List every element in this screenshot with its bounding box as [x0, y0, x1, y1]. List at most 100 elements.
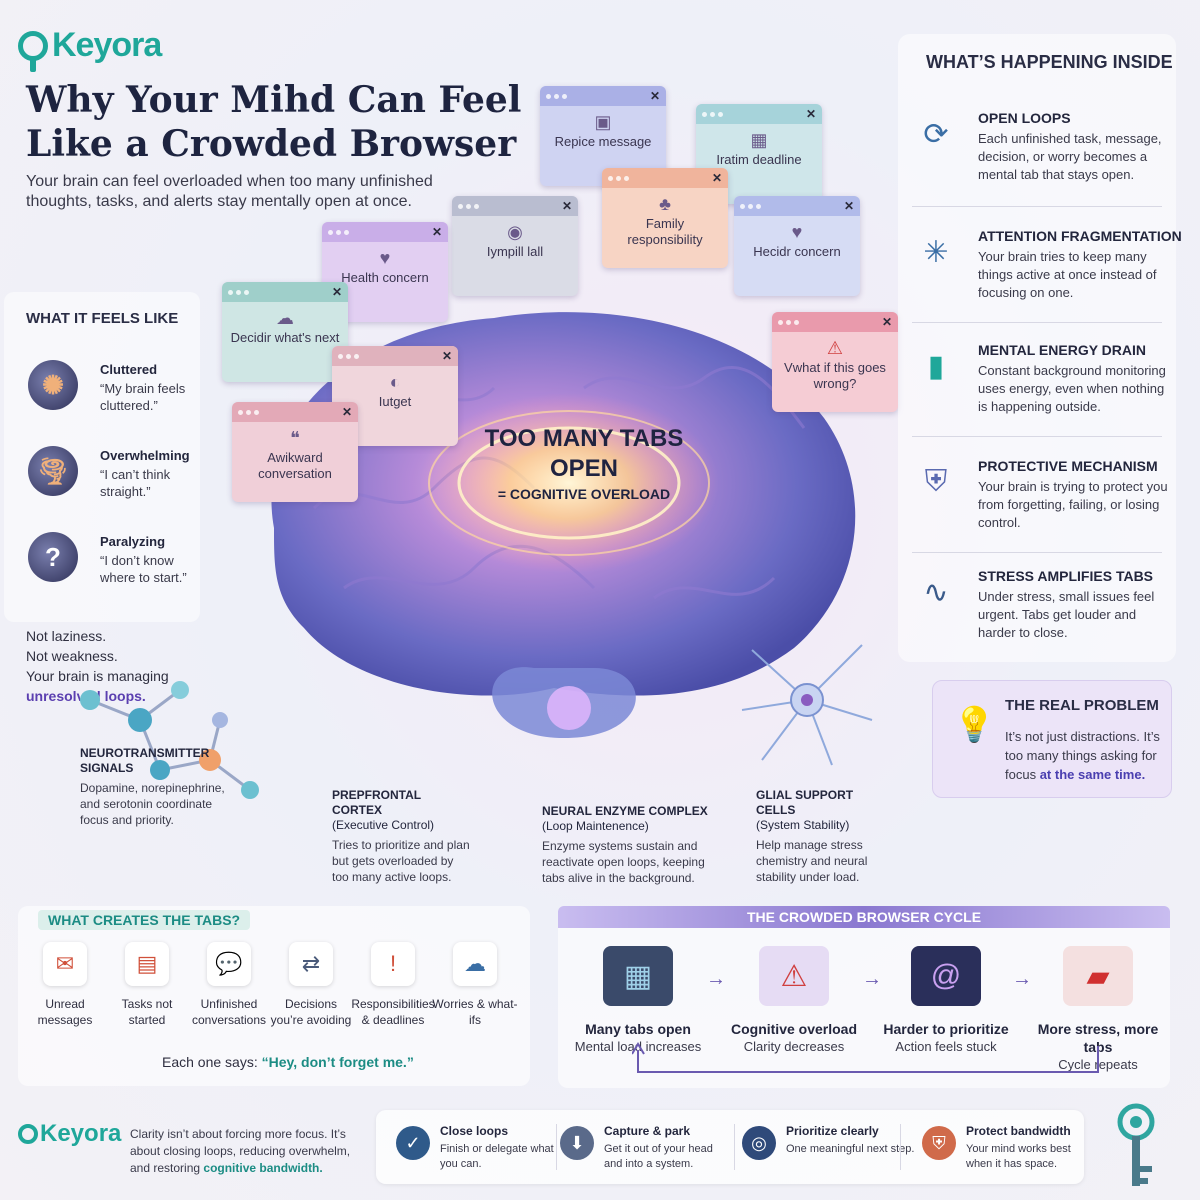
footer-tagline: Clarity isn’t about forcing more focus. … — [130, 1126, 370, 1177]
inside-text: Your brain is trying to protect you from… — [978, 479, 1168, 530]
source-item: ▤ Tasks not started — [104, 942, 190, 1028]
tornado-icon: 🌪 — [28, 446, 78, 496]
step-text: Mental load increases — [574, 1039, 702, 1054]
tab-label: Vwhat if this goes wrong? — [784, 360, 886, 391]
tip-title: Prioritize clearly — [786, 1124, 879, 1138]
reminder-quote: “Hey, don’t forget me.” — [261, 1054, 414, 1070]
inside-text: Each unfinished task, message, decision,… — [978, 131, 1162, 182]
lightbulb-icon: 💡 — [953, 706, 996, 744]
close-icon: ✕ — [649, 89, 660, 103]
brand-logo: Keyora — [18, 26, 162, 72]
overload-subtitle: = COGNITIVE OVERLOAD — [497, 486, 671, 502]
source-label: Worries & what-ifs — [432, 997, 518, 1027]
feeling-quote: “I don’t know where to start.” — [100, 553, 187, 585]
tab-label: Hecidr concern — [753, 244, 841, 259]
panel-heading: THE CROWDED BROWSER CYCLE — [558, 906, 1170, 928]
target-icon: ◎ — [742, 1126, 776, 1160]
feeling-title: Cluttered — [100, 362, 158, 377]
mind-tab: ✕ ⚠Vwhat if this goes wrong? — [772, 312, 898, 412]
divider — [556, 1124, 557, 1170]
real-problem-body: It’s not just distractions. It’s too man… — [1005, 729, 1160, 782]
question-mark-icon: ? — [28, 532, 78, 582]
source-label: Unread messages — [37, 997, 93, 1027]
note-line: Not weakness. — [26, 648, 118, 664]
inside-item: ⟳ OPEN LOOPS Each unfinished task, messa… — [912, 110, 1174, 200]
close-icon: ✕ — [805, 107, 816, 121]
annotation-title: NEUROTRANSMITTER SIGNALS — [80, 746, 210, 775]
tip-title: Capture & park — [604, 1124, 691, 1138]
annotation-text: Enzyme systems sustain and reactivate op… — [542, 839, 705, 885]
alert-icon: ! — [371, 942, 415, 986]
panel-heading: WHAT’S HAPPENING INSIDE — [926, 52, 1173, 72]
divider — [912, 436, 1162, 437]
inside-text: Constant background monitoring uses ener… — [978, 363, 1166, 414]
mind-tab: ✕ ♣Family responsibility — [602, 168, 728, 268]
source-label: Unfinished conversations — [191, 997, 267, 1027]
annotation-subtitle: (Executive Control) — [332, 818, 435, 832]
annotation-text: Dopamine, norepinephrine, and serotonin … — [80, 781, 225, 827]
annotation-neurotransmitters: NEUROTRANSMITTER SIGNALS Dopamine, norep… — [80, 746, 230, 828]
reminder-prefix: Each one says: — [162, 1054, 258, 1070]
step-title: Many tabs open — [585, 1021, 691, 1037]
neuron-illustration — [741, 644, 873, 766]
divider — [900, 1124, 901, 1170]
close-icon: ✕ — [711, 171, 722, 185]
tip-title: Close loops — [440, 1124, 509, 1138]
annotation-title: GLIAL SUPPORT CELLS — [756, 788, 854, 817]
mind-tab: ✕ ◐Iutget — [332, 346, 458, 446]
cycle-step: ⚠ Cognitive overload Clarity decreases — [724, 946, 864, 1055]
speech-bubble-icon: ❝ — [290, 428, 300, 448]
browser-grid-icon: ▦ — [603, 946, 673, 1006]
tip-text: Finish or delegate what you can. — [440, 1143, 554, 1170]
vintage-key-icon — [1117, 1103, 1155, 1186]
calendar-icon: ▦ — [750, 130, 768, 150]
pulse-icon: ∿ — [923, 575, 949, 609]
inside-text: Under stress, small issues feel urgent. … — [978, 589, 1155, 640]
tab-label: Iratim deadline — [716, 152, 802, 167]
real-problem-box: 💡 THE REAL PROBLEM It’s not just distrac… — [932, 680, 1172, 798]
vortex-icon: @ — [911, 946, 981, 1006]
mind-tab: ✕ ♥Health concern — [322, 222, 448, 322]
arrow-right-icon: → — [1012, 968, 1032, 990]
tab-label: Repice message — [554, 134, 652, 149]
cycle-step: ▰ More stress, more tabs Cycle repeats — [1028, 946, 1168, 1073]
annotation-title: PREPFRONTAL CORTEX — [332, 788, 421, 817]
divider — [734, 1124, 735, 1170]
real-problem-text: It’s not just distractions. It’s too man… — [1005, 727, 1171, 784]
source-label: Responsibilities & deadlines — [351, 997, 435, 1027]
source-label: Tasks not started — [121, 997, 173, 1027]
close-icon: ✕ — [431, 225, 442, 239]
heart-icon: ♥ — [791, 222, 803, 242]
close-icon: ✕ — [331, 285, 342, 299]
inside-title: MENTAL ENERGY DRAIN — [978, 342, 1147, 358]
heart-icon: ♥ — [379, 248, 391, 268]
tab-label: Iutget — [378, 394, 412, 409]
note-line: Your brain is managing — [26, 668, 169, 684]
tagline-highlight: cognitive bandwidth. — [203, 1161, 323, 1175]
real-problem-title: THE REAL PROBLEM — [1005, 697, 1159, 714]
tip-text: One meaningful next step. — [786, 1143, 915, 1155]
annotation-title: NEURAL ENZYME COMPLEX — [542, 804, 708, 818]
chat-icon: 💬 — [207, 942, 251, 986]
brand-name: Keyora — [40, 1120, 122, 1147]
close-icon: ✕ — [441, 349, 452, 363]
step-title: Cognitive overload — [730, 1021, 858, 1037]
close-icon: ✕ — [341, 405, 352, 419]
tab-label: Family responsibility — [627, 216, 703, 247]
source-item: ! Responsibilities & deadlines — [350, 942, 436, 1028]
brain-orb-icon: ✺ — [28, 360, 78, 410]
source-item: ☁ Worries & what-ifs — [432, 942, 518, 1028]
what-creates-tabs-box: WHAT CREATES THE TABS? ✉ Unread messages… — [18, 906, 530, 1086]
tab-label: Decidir what's next — [230, 330, 340, 345]
loop-icon: ⟳ — [923, 117, 949, 151]
tips-bar: ✓ Close loops Finish or delegate what yo… — [376, 1110, 1084, 1184]
tab-label: Iympill lall — [486, 244, 544, 259]
signpost-icon: ⇄ — [289, 942, 333, 986]
mind-tab: ✕ ❝Awikward conversation — [232, 402, 358, 502]
feeling-title: Paralyzing — [100, 534, 166, 549]
mind-tab: ✕ ♥Hecidr concern — [734, 196, 860, 296]
source-item: ⇄ Decisions you’re avoiding — [268, 942, 354, 1028]
warning-icon: ⚠ — [826, 338, 844, 358]
browser-cycle-box: THE CROWDED BROWSER CYCLE ▦ Many tabs op… — [558, 906, 1170, 1088]
real-problem-highlight: at the same time. — [1039, 767, 1146, 782]
